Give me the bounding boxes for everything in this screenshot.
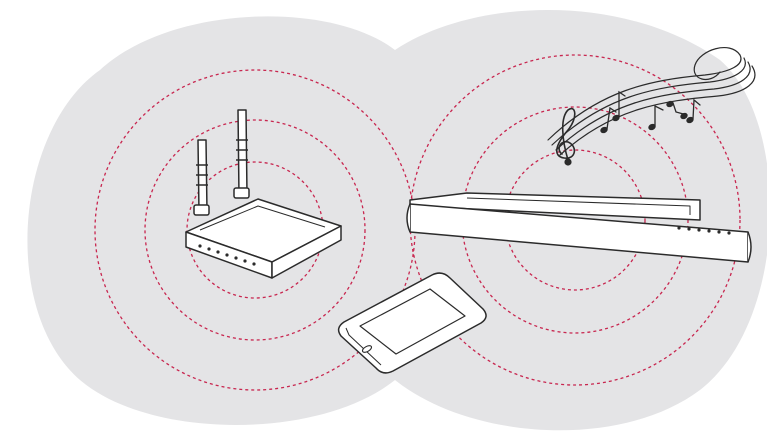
router-status-leds <box>198 244 256 266</box>
wifi-router-icon <box>185 109 342 279</box>
soundbar-buttons <box>677 226 731 235</box>
soundbar-icon <box>406 192 752 263</box>
music-notes-icon <box>547 46 756 166</box>
router-antenna-right <box>233 109 250 199</box>
router-ring-2 <box>144 119 366 341</box>
router-antenna-left <box>193 139 210 216</box>
phone-home-button <box>361 345 373 353</box>
soundbar-ring-1 <box>504 149 646 291</box>
smartphone-icon <box>337 272 487 374</box>
coverage-area <box>27 10 767 431</box>
